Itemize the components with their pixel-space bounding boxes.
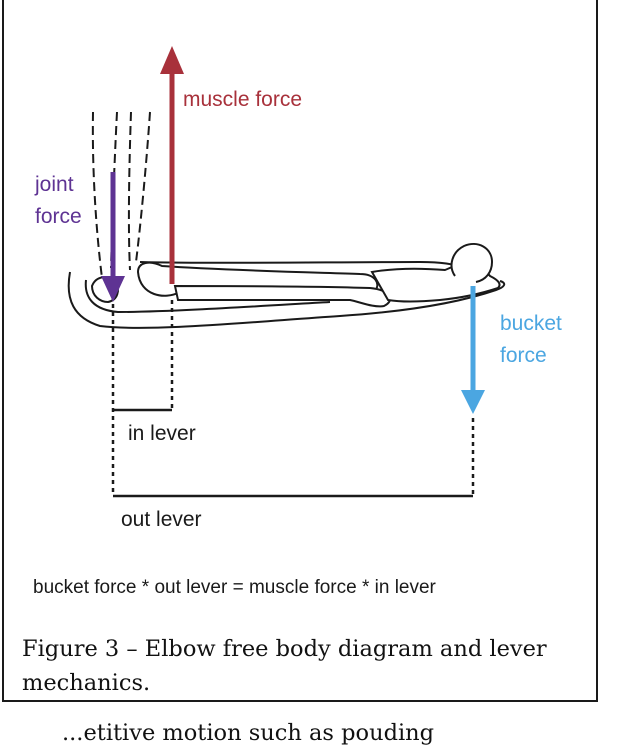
lever-equation: bucket force * out lever = muscle force … bbox=[33, 577, 437, 598]
upper-arm-outline-left bbox=[91, 111, 103, 279]
fist-circle bbox=[450, 243, 494, 283]
muscle-force-label: muscle force bbox=[183, 88, 302, 111]
upper-arm-outline-right bbox=[135, 111, 151, 263]
joint-force-label-line2: force bbox=[35, 205, 82, 228]
muscle-force-arrowhead bbox=[160, 46, 184, 74]
joint-force-arrowhead bbox=[101, 276, 125, 302]
bucket-force-label-line2: force bbox=[500, 344, 547, 367]
joint-force-label-line1: joint bbox=[34, 173, 74, 196]
in-lever-label: in lever bbox=[128, 422, 196, 445]
hand bbox=[370, 243, 501, 303]
bucket-force-arrowhead bbox=[461, 390, 485, 414]
figure-frame bbox=[2, 0, 598, 702]
forearm-outline bbox=[67, 260, 506, 329]
out-lever-label: out lever bbox=[121, 508, 202, 531]
upper-arm-bone-right bbox=[127, 111, 132, 271]
lever-lines bbox=[111, 300, 475, 498]
muscle-force-arrow bbox=[160, 46, 184, 284]
bucket-force-arrow bbox=[461, 286, 485, 414]
figure-caption: Figure 3 – Elbow free body diagram and l… bbox=[22, 636, 547, 696]
forearm-bones bbox=[90, 261, 392, 308]
body-text-cutoff: ...etitive motion such as pouding bbox=[62, 720, 435, 746]
bucket-force-label-line1: bucket bbox=[500, 312, 562, 335]
upper-arm-dashed bbox=[91, 111, 151, 279]
joint-force-arrow bbox=[101, 172, 125, 302]
